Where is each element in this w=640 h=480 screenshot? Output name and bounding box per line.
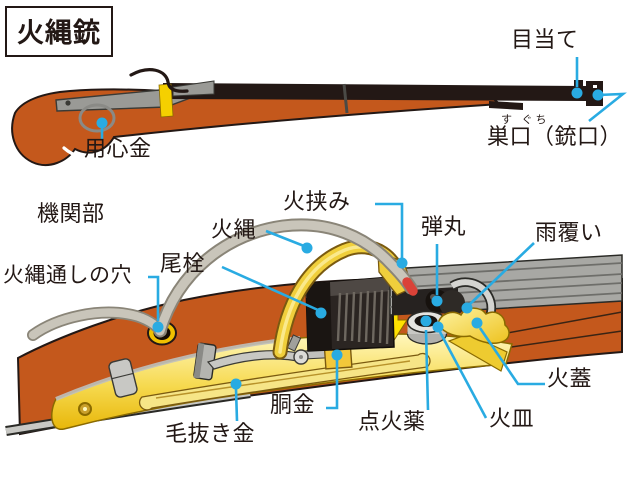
trigger-block-facet (193, 342, 205, 379)
tweezer-spring-inner (155, 360, 411, 399)
label-tweezer-spring: 毛抜き金 (165, 422, 256, 447)
plate-screw-center (83, 407, 87, 411)
label-pan-cover: 火蓋 (547, 367, 593, 392)
leader-cord-hole (148, 275, 164, 333)
label-rain-cover: 雨覆い (535, 221, 603, 246)
butt-highlight (62, 146, 101, 160)
ramrod-tip (489, 101, 523, 110)
leader-flash-pan (432, 321, 488, 419)
label-priming-powder: 点火薬 (358, 410, 426, 435)
label-muzzle: 巣口（銃口） (487, 125, 623, 150)
breech-threads (336, 289, 391, 345)
page-title: 火縄銃 (17, 18, 101, 49)
front-latch-band (111, 372, 134, 380)
label-breech-plug: 尾栓 (160, 252, 206, 277)
leader-tweezer-spring (230, 378, 242, 422)
title-box: 火縄銃 (5, 6, 113, 57)
pan-cover-blade (447, 333, 508, 372)
trigger-guard-ring (78, 103, 116, 133)
leader-pan-cover (471, 317, 545, 386)
hanging-cord (129, 68, 189, 93)
label-mechanism: 機関部 (37, 202, 105, 227)
leader-barrel-band (326, 349, 343, 410)
leader-lines (96, 57, 627, 422)
muzzle-notch (593, 85, 597, 88)
leader-rain-cover (461, 242, 535, 314)
rain-cover-core (439, 290, 465, 316)
mechanism-cutaway (5, 218, 623, 436)
leader-priming-powder (420, 315, 432, 411)
leader-breech-plug (221, 265, 327, 319)
label-bullet: 弾丸 (421, 215, 467, 240)
match-cord-tip-red (402, 277, 418, 296)
label-trigger-guard: 用心金 (84, 137, 152, 162)
lock-screw (65, 100, 71, 106)
label-flash-pan: 火皿 (489, 407, 535, 432)
label-cord-hole: 火縄通しの穴 (3, 263, 132, 287)
label-match-cord: 火縄 (211, 218, 257, 243)
front-sight (574, 80, 583, 87)
barrel-band-line (342, 83, 349, 114)
sear-pin (286, 334, 302, 352)
leader-muzzle (588, 89, 627, 123)
label-barrel-band: 胴金 (270, 393, 316, 418)
gun-barrel (163, 83, 586, 101)
front-latch (108, 358, 138, 398)
leader-trigger-guard (96, 117, 108, 139)
label-muzzle-furigana: す ぐち (501, 113, 550, 126)
label-sight: 目当て (511, 28, 579, 53)
label-serpentine: 火挟み (283, 190, 351, 215)
leader-bullet (431, 244, 443, 307)
match-cord-arch (155, 220, 416, 336)
leader-sight (571, 57, 583, 99)
recess-cut-edge (55, 336, 301, 401)
leader-match-cord (265, 229, 313, 254)
sear-pivot-pin (299, 355, 303, 359)
leader-serpentine (375, 202, 408, 269)
